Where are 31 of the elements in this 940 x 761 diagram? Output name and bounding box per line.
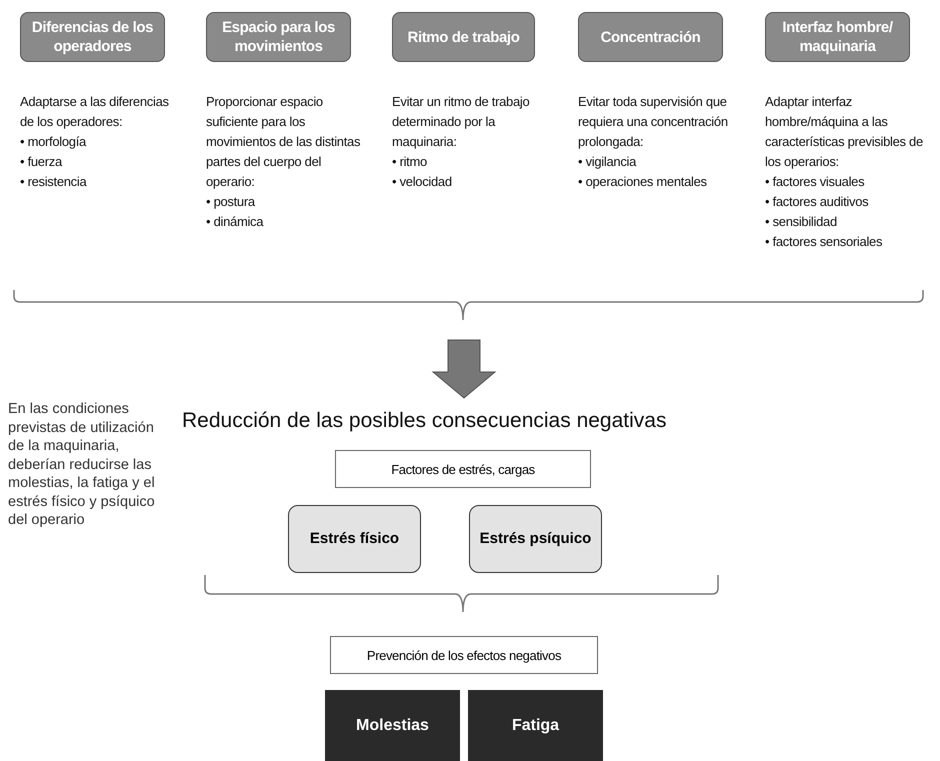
bullet-item: • fuerza (20, 153, 64, 171)
bullet-item: • factores sensoriales (765, 233, 884, 251)
bullet-item: • operaciones mentales (578, 173, 708, 191)
section-heading: Reducción de las posibles consecuencias negativas (182, 408, 668, 434)
stress-box: Estrés psíquico (469, 505, 602, 573)
category-box: Interfaz hombre/ maquinaria (765, 12, 910, 62)
result-box: Fatiga (468, 690, 603, 761)
side-note: En las condiciones previstas de utilización de la maquinaria, deberían reducirse las molestias, la fatiga y el estrés físico y psíquico del operario (8, 400, 156, 530)
category-box: Diferencias de los operadores (20, 12, 165, 62)
stress-box: Estrés físico (288, 505, 421, 573)
category-box: Concentración (578, 12, 723, 62)
category-box: Espacio para los movimientos (206, 12, 351, 62)
bullet-item: • ritmo (392, 153, 428, 171)
bullet-item: • sensibilidad (765, 213, 838, 231)
description-text: Evitar toda supervisión que requiera una concentración prolongada: (578, 93, 729, 151)
text-box: Prevención de los efectos negativos (330, 636, 598, 674)
bullet-item: • velocidad (392, 173, 453, 191)
description-text: Adaptarse a las diferencias de los operadores: (20, 93, 170, 131)
bullet-item: • dinámica (206, 213, 264, 231)
text-box: Factores de estrés, cargas (335, 450, 591, 488)
bullet-item: • factores visuales (765, 173, 866, 191)
category-box: Ritmo de trabajo (392, 12, 535, 62)
bullet-item: • morfología (20, 133, 88, 151)
bullet-item: • resistencia (20, 173, 88, 191)
description-text: Evitar un ritmo de trabajo determinado por la maquinaria: (392, 93, 530, 151)
description-text: Proporcionar espacio suficiente para los movimientos de las distintas partes del cuerpo del operario: (206, 93, 362, 191)
result-box: Molestias (325, 690, 460, 761)
description-text: Adaptar interfaz hombre/máquina a las características previsibles de los operarios: (765, 93, 924, 171)
bullet-item: • vigilancia (578, 153, 638, 171)
bullet-item: • factores auditivos (765, 193, 870, 211)
bullet-item: • postura (206, 193, 256, 211)
